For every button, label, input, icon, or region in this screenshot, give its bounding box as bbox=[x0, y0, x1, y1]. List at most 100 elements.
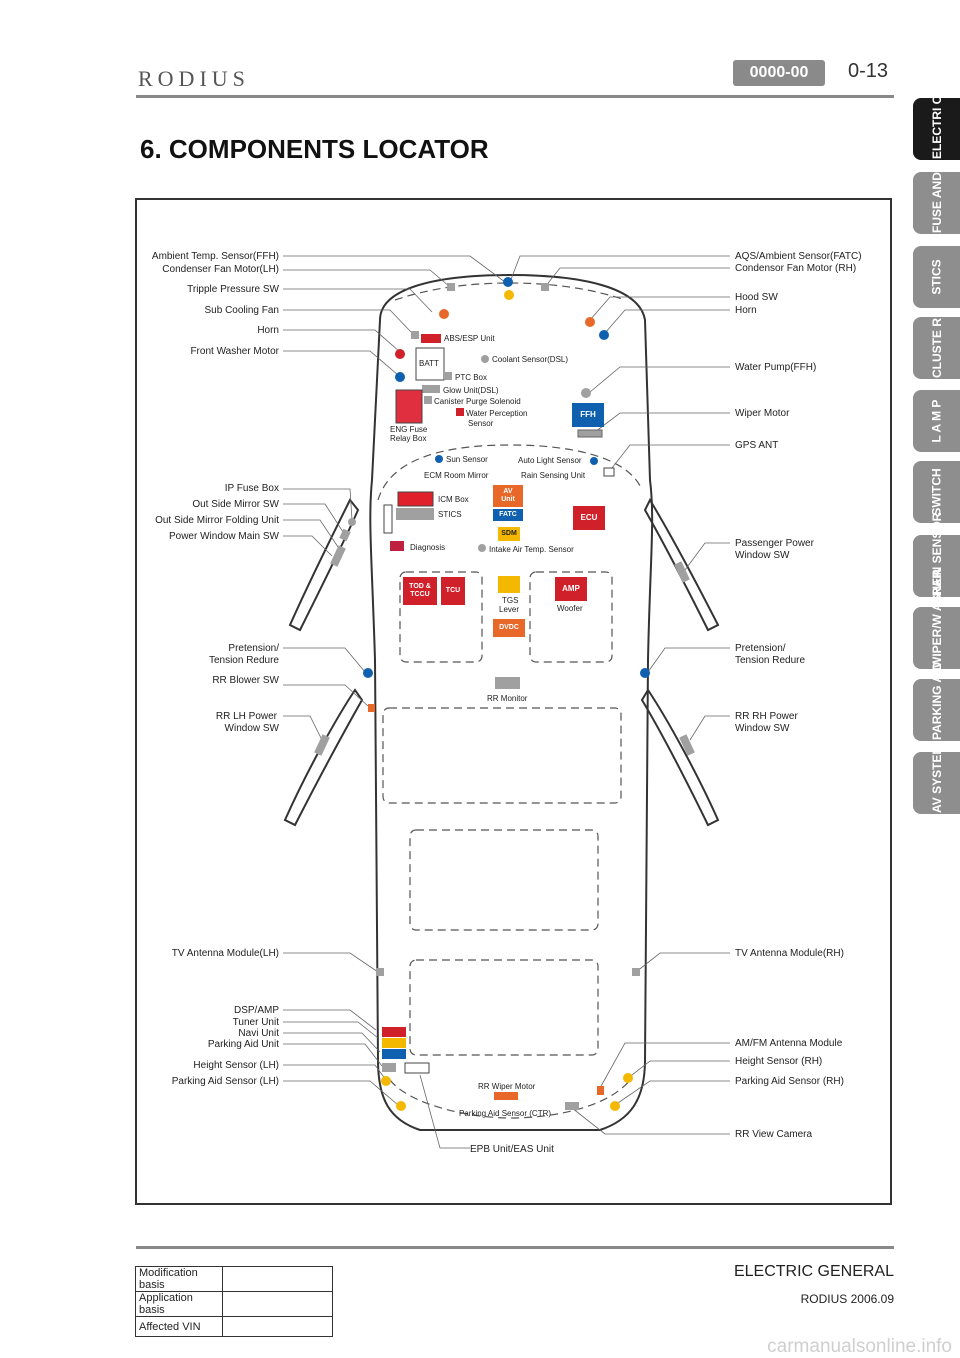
gray-marker bbox=[447, 283, 455, 291]
left-door-lower bbox=[283, 688, 364, 827]
label-pretension-left-2: Tension Redure bbox=[208, 655, 279, 666]
footer-date: RODIUS 2006.09 bbox=[800, 1292, 894, 1306]
watermark: carmanualsonline.info bbox=[767, 1336, 952, 1357]
table-row: Application basis bbox=[135, 1291, 333, 1317]
comp-rr-wiper: RR Wiper Motor bbox=[478, 1082, 536, 1091]
comp-engfuse-2: Relay Box bbox=[390, 434, 427, 443]
leader-line bbox=[589, 366, 730, 393]
leader-line bbox=[283, 1043, 383, 1067]
leader-line bbox=[647, 647, 730, 673]
blue-marker bbox=[590, 457, 598, 465]
left-door-upper bbox=[288, 498, 360, 632]
second-row-seat bbox=[382, 707, 622, 804]
comp-icm-box: ICM Box bbox=[438, 495, 469, 504]
footer-section-title: ELECTRIC GENERAL bbox=[733, 1263, 894, 1280]
comp-abs-esp: ABS/ESP Unit bbox=[444, 334, 495, 343]
tab-electric[interactable]: ELECTRI C bbox=[913, 96, 960, 160]
tab-parking-aid[interactable]: PARKING AID bbox=[913, 662, 960, 741]
tab-switch[interactable]: SWITCH bbox=[913, 461, 960, 523]
label-passenger-power-1: Passenger Power bbox=[735, 538, 814, 549]
orange-marker bbox=[368, 704, 375, 712]
blue-marker bbox=[640, 668, 650, 678]
ffh-box: FFH bbox=[572, 403, 604, 427]
label-pretension-right-2: Tension Redure bbox=[735, 655, 806, 666]
yellow-marker bbox=[381, 1076, 391, 1086]
tcu-box: TCU bbox=[441, 577, 465, 605]
front-seat-right bbox=[529, 571, 613, 663]
leader-line bbox=[283, 488, 353, 521]
label-height-sensor-lh: Height Sensor (LH) bbox=[193, 1060, 279, 1071]
comp-water-1: Water Perception bbox=[466, 409, 528, 418]
rr-wiper-marker bbox=[494, 1092, 518, 1100]
table-key: Application basis bbox=[135, 1291, 223, 1317]
orange-marker bbox=[597, 1086, 604, 1095]
tab-stics[interactable]: STICS bbox=[913, 246, 960, 308]
tab-fuse[interactable]: FUSE AND bbox=[913, 172, 960, 234]
label-hood-sw: Hood SW bbox=[735, 292, 778, 303]
tod-tccu-box: TOD &TCCU bbox=[403, 577, 437, 605]
tab-av-system[interactable]: AV SYSTEM bbox=[913, 745, 960, 814]
tuner-marker bbox=[382, 1038, 406, 1048]
gray-marker bbox=[679, 734, 695, 756]
table-row: Modification basis bbox=[135, 1266, 333, 1292]
leader-line bbox=[283, 288, 433, 313]
leader-line bbox=[627, 1060, 730, 1079]
tab-rain-sensor[interactable]: RAIN SENSOR bbox=[913, 513, 960, 597]
label-horn-right: Horn bbox=[735, 305, 757, 316]
label-front-washer-motor: Front Washer Motor bbox=[190, 346, 279, 357]
label-am-fm-antenna: AM/FM Antenna Module bbox=[735, 1038, 843, 1049]
eng-fuse-box bbox=[395, 389, 423, 424]
gray-marker bbox=[674, 561, 690, 583]
coolant-marker bbox=[481, 355, 489, 363]
table-value bbox=[222, 1291, 333, 1317]
label-rr-view-camera: RR View Camera bbox=[735, 1129, 813, 1140]
label-passenger-power-2: Window SW bbox=[735, 550, 790, 561]
comp-coolant: Coolant Sensor(DSL) bbox=[492, 355, 569, 364]
comp-canister: Canister Purge Solenoid bbox=[434, 397, 521, 406]
tab-wiper-washer[interactable]: WIPER/W ASHER bbox=[913, 569, 960, 669]
tab-cluster[interactable]: CLUSTE R bbox=[913, 317, 960, 379]
yellow-sensor-marker bbox=[504, 290, 514, 300]
label-rr-rh-power-1: RR RH Power bbox=[735, 711, 798, 722]
canister-marker bbox=[424, 396, 432, 404]
label-outside-mirror-folding: Out Side Mirror Folding Unit bbox=[155, 515, 279, 526]
windshield-line bbox=[377, 444, 643, 501]
comp-tgs-1: TGS bbox=[502, 596, 519, 605]
label-tripple-pressure-sw: Tripple Pressure SW bbox=[187, 284, 279, 295]
gray-marker bbox=[330, 545, 346, 567]
leader-line bbox=[283, 1064, 387, 1081]
label-rr-rh-power-2: Window SW bbox=[735, 723, 790, 734]
label-horn-left: Horn bbox=[257, 325, 279, 336]
blue-marker bbox=[599, 330, 609, 340]
leader-line bbox=[544, 267, 730, 288]
comp-ptc: PTC Box bbox=[455, 373, 488, 382]
yellow-marker bbox=[396, 1101, 406, 1111]
comp-rain-sensing: Rain Sensing Unit bbox=[521, 471, 586, 480]
gray-marker bbox=[411, 331, 419, 339]
gray-marker bbox=[541, 283, 549, 291]
rear-bumper-line bbox=[389, 1079, 631, 1119]
footer-divider bbox=[136, 1246, 894, 1249]
diagram-frame bbox=[135, 198, 892, 1205]
intake-marker bbox=[478, 544, 486, 552]
right-door-upper bbox=[643, 497, 720, 632]
comp-parking-ctr: Parking Aid Sensor (CTR) bbox=[459, 1109, 552, 1118]
amp-box: AMP bbox=[555, 577, 587, 601]
table-key: Affected VIN bbox=[135, 1316, 223, 1337]
dsp-amp-marker bbox=[382, 1027, 406, 1037]
label-tv-antenna-lh: TV Antenna Module(LH) bbox=[171, 948, 279, 959]
comp-intake: Intake Air Temp. Sensor bbox=[489, 545, 574, 554]
comp-woofer: Woofer bbox=[557, 604, 583, 613]
gray-marker bbox=[632, 968, 640, 976]
sdm-box: SDM bbox=[498, 527, 520, 541]
blue-sensor-marker bbox=[503, 277, 513, 287]
gray-marker bbox=[314, 734, 330, 756]
blue-marker bbox=[435, 455, 443, 463]
tab-lamp[interactable]: L A M P bbox=[913, 390, 960, 452]
gray-marker bbox=[348, 518, 356, 526]
leader-line bbox=[594, 412, 730, 433]
table-value bbox=[222, 1266, 333, 1292]
blue-marker bbox=[363, 668, 373, 678]
comp-stics: STICS bbox=[438, 510, 462, 519]
